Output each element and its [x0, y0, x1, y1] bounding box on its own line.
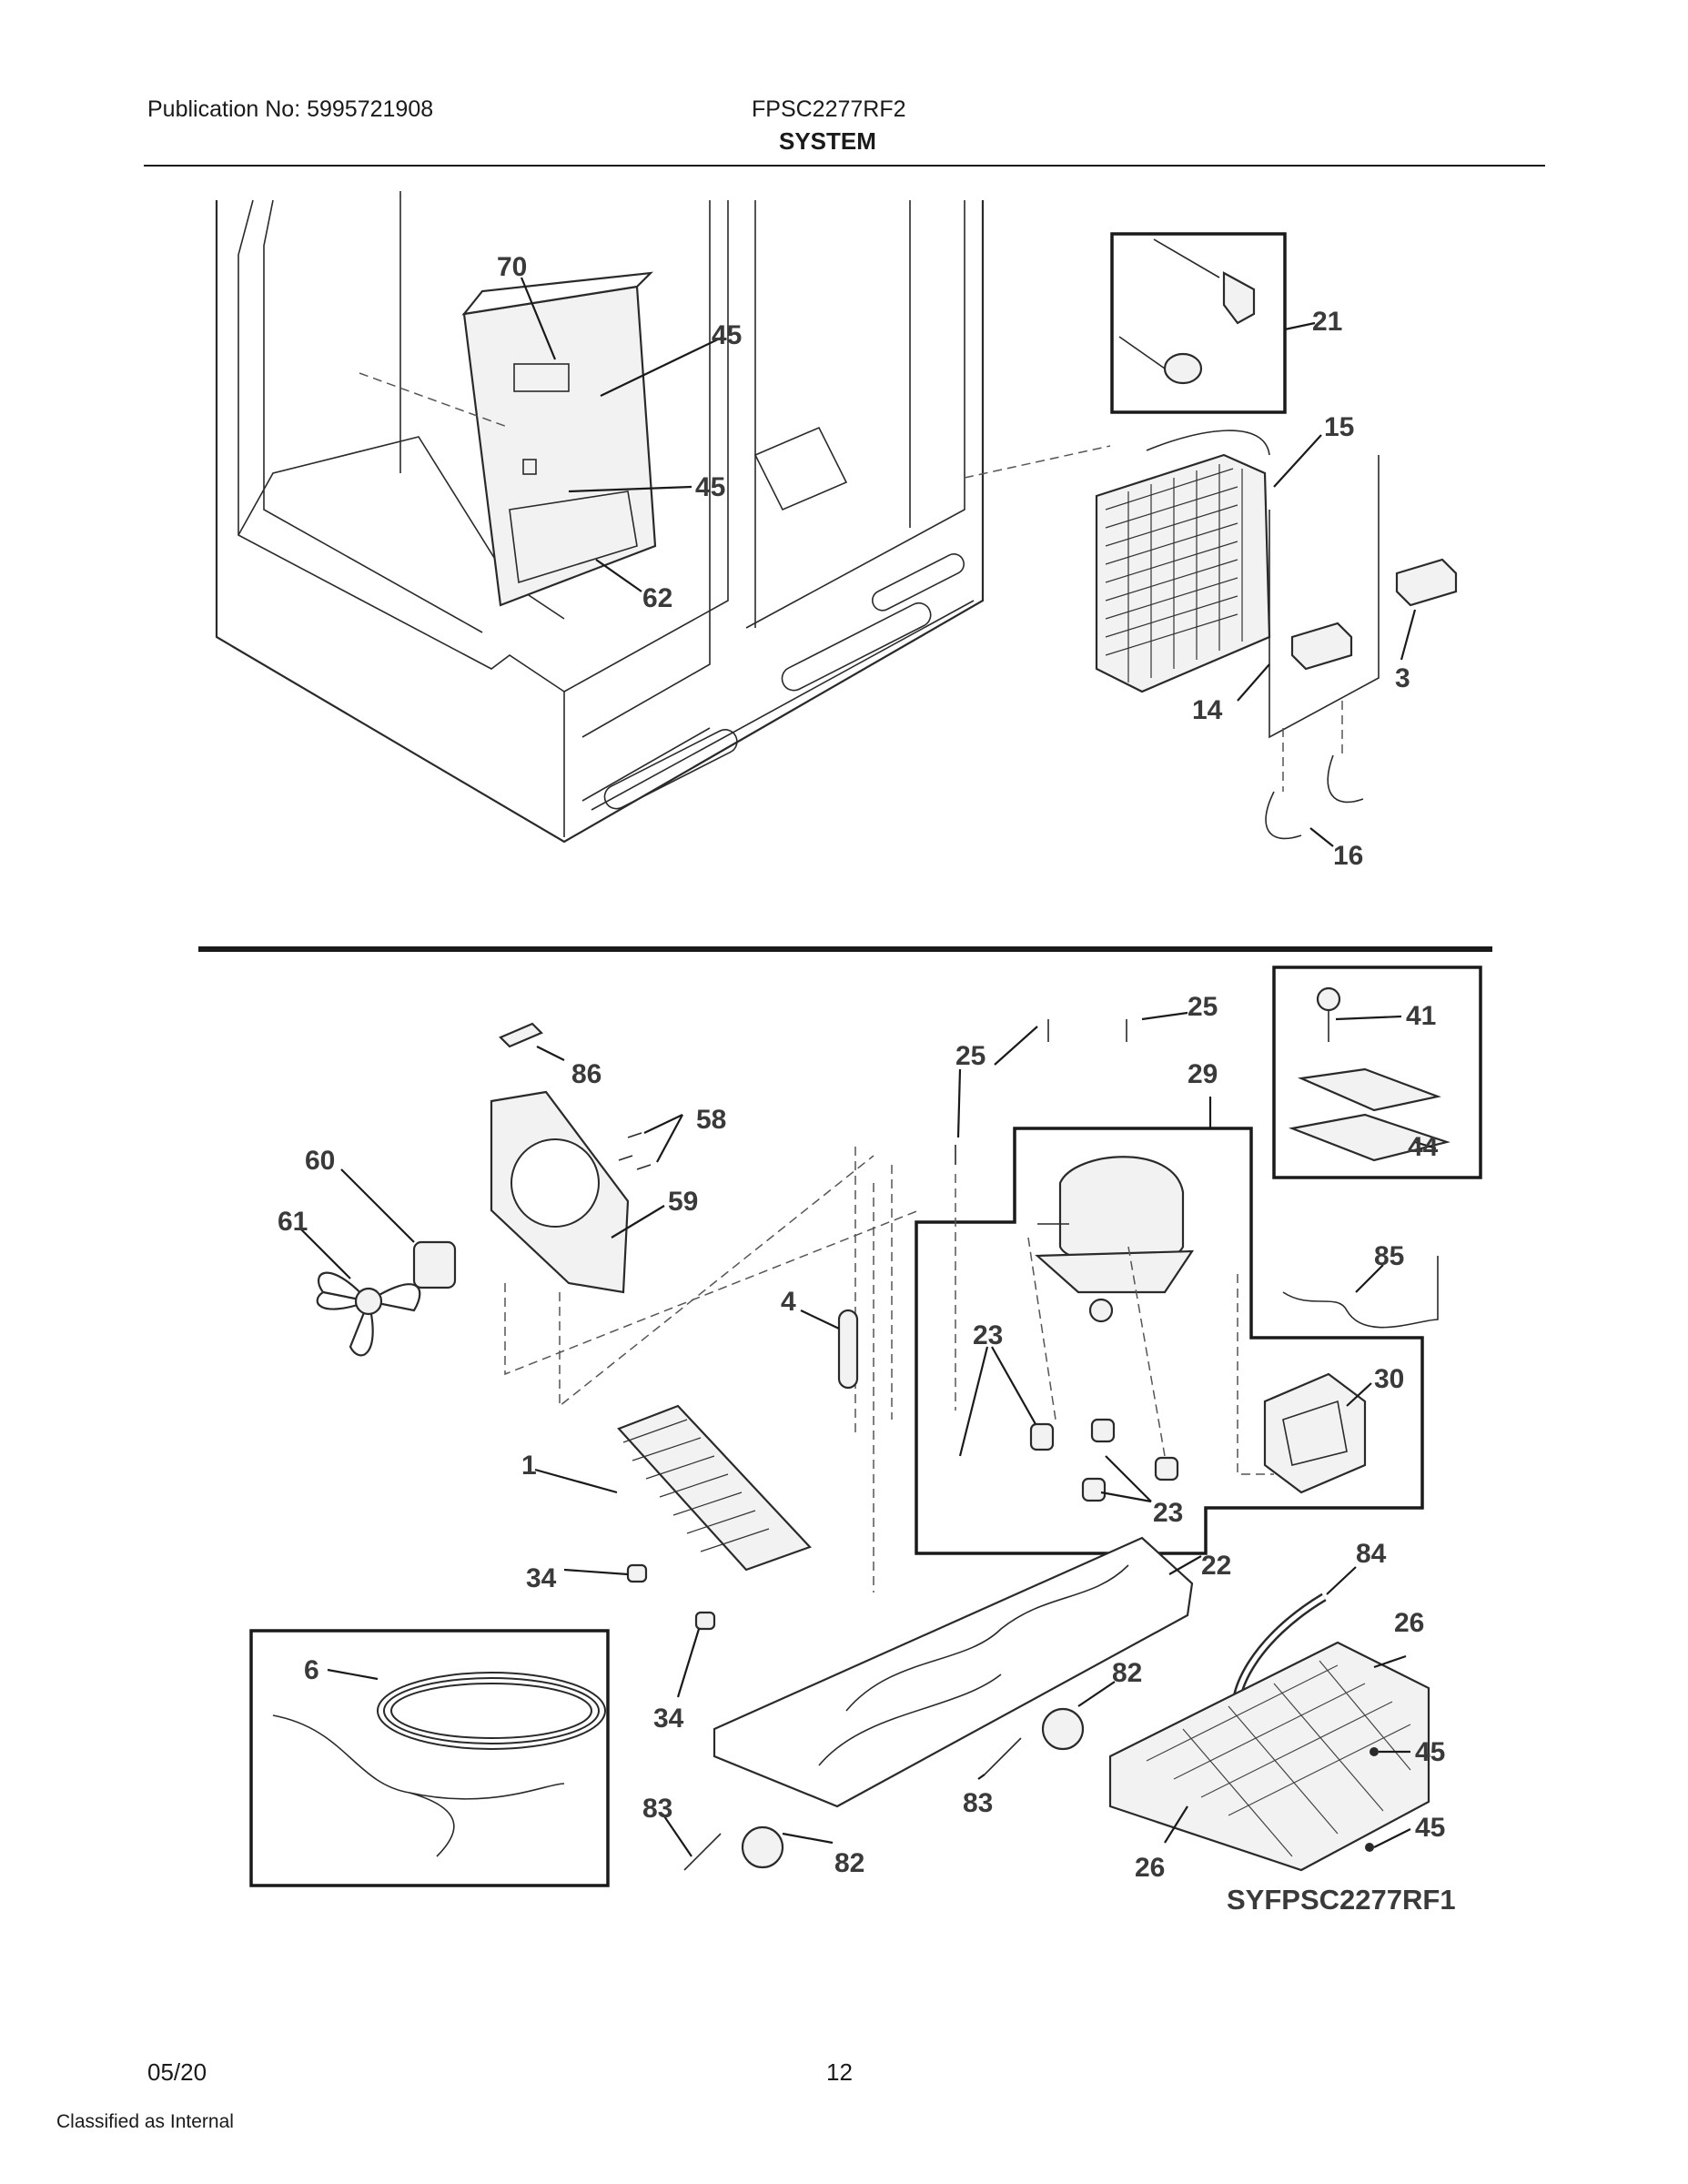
part-86-bracket	[499, 1022, 565, 1061]
callout-15: 15	[1324, 412, 1354, 442]
part-6-harness	[272, 1668, 606, 1857]
part-85-tube	[1282, 1256, 1439, 1329]
callout-26: 26	[1135, 1853, 1165, 1883]
part-83-pins	[662, 1737, 1022, 1871]
callout-23: 23	[973, 1320, 1003, 1350]
callout-1: 1	[521, 1451, 537, 1481]
callout-22: 22	[1201, 1551, 1231, 1581]
model-number: FPSC2277RF2	[752, 96, 906, 122]
callout-85: 85	[1374, 1241, 1404, 1271]
callout-6: 6	[304, 1655, 319, 1685]
callout-70: 70	[497, 252, 527, 282]
callout-41: 41	[1406, 1001, 1436, 1031]
footer-date: 05/20	[147, 2058, 207, 2086]
part-61-fan-blade	[299, 1228, 421, 1357]
callout-29: 29	[1188, 1059, 1218, 1089]
part-25-screws	[955, 1011, 1188, 1165]
part-60-fan-motor	[340, 1168, 457, 1289]
callout-82: 82	[834, 1848, 864, 1878]
section-title: SYSTEM	[779, 127, 876, 155]
callout-62: 62	[642, 583, 672, 613]
part-4-drier	[800, 1309, 859, 1390]
callout-84: 84	[1356, 1539, 1387, 1569]
callout-21: 21	[1312, 307, 1342, 337]
callout-58: 58	[696, 1105, 726, 1135]
compressor	[1035, 1156, 1195, 1323]
callout-23: 23	[1153, 1498, 1183, 1528]
callout-16: 16	[1333, 841, 1363, 871]
callout-60: 60	[305, 1146, 335, 1176]
part-41-screw	[1316, 986, 1402, 1042]
callout-83: 83	[963, 1788, 993, 1818]
callout-44: 44	[1408, 1132, 1439, 1162]
callout-14: 14	[1192, 695, 1223, 725]
publication-number: Publication No: 5995721908	[147, 96, 434, 122]
part-14-heater	[1237, 455, 1380, 739]
callout-labels: 70 45 45 62 21 15 3 14 16 86 58 60 59 61…	[278, 252, 1456, 1916]
diagram-code: SYFPSC2277RF1	[1227, 1884, 1456, 1916]
part-26-drain-pan	[1108, 1641, 1430, 1872]
part-15-evaporator	[1095, 430, 1322, 693]
callout-25: 25	[1188, 992, 1218, 1022]
part-45-screws-bottom	[1365, 1747, 1411, 1852]
callout-45: 45	[1415, 1813, 1445, 1843]
callout-45: 45	[695, 472, 725, 502]
part-70-housing	[461, 271, 657, 607]
classification-label: Classified as Internal	[56, 2111, 234, 2132]
part-23-grommets	[958, 1346, 1179, 1503]
callout-61: 61	[278, 1207, 308, 1237]
inset-6-box	[249, 1629, 610, 1887]
page-number: 12	[826, 2058, 853, 2086]
part-82-bumpers	[741, 1681, 1116, 1869]
callout-34: 34	[653, 1704, 684, 1734]
leader-lines-top	[520, 277, 724, 592]
callout-82: 82	[1112, 1658, 1142, 1688]
part-58-screws	[618, 1114, 683, 1170]
callout-86: 86	[571, 1059, 601, 1089]
part-1-condenser	[534, 1404, 812, 1572]
part-16-clips	[1265, 701, 1364, 847]
callout-4: 4	[781, 1287, 796, 1317]
callout-3: 3	[1395, 663, 1410, 693]
part-29-compressor-assembly	[915, 1097, 1424, 1555]
callout-34: 34	[526, 1563, 557, 1593]
part-21-clip	[1118, 238, 1316, 385]
callout-30: 30	[1374, 1364, 1404, 1394]
inset-41-44-box	[1272, 966, 1482, 1179]
callout-45: 45	[712, 320, 742, 350]
callout-25: 25	[955, 1041, 986, 1071]
callout-59: 59	[668, 1187, 698, 1217]
part-30-relay	[1263, 1372, 1372, 1494]
part-22-base-pan	[713, 1536, 1202, 1808]
part-3-blocks	[1290, 558, 1458, 671]
callout-45: 45	[1415, 1737, 1445, 1767]
callout-26: 26	[1394, 1608, 1424, 1638]
part-59-fan-shroud	[490, 1090, 665, 1294]
part-34-grommets	[563, 1563, 716, 1698]
inset-21-box	[1110, 232, 1287, 414]
callout-83: 83	[642, 1794, 672, 1824]
part-44-bracket	[1289, 1067, 1450, 1162]
